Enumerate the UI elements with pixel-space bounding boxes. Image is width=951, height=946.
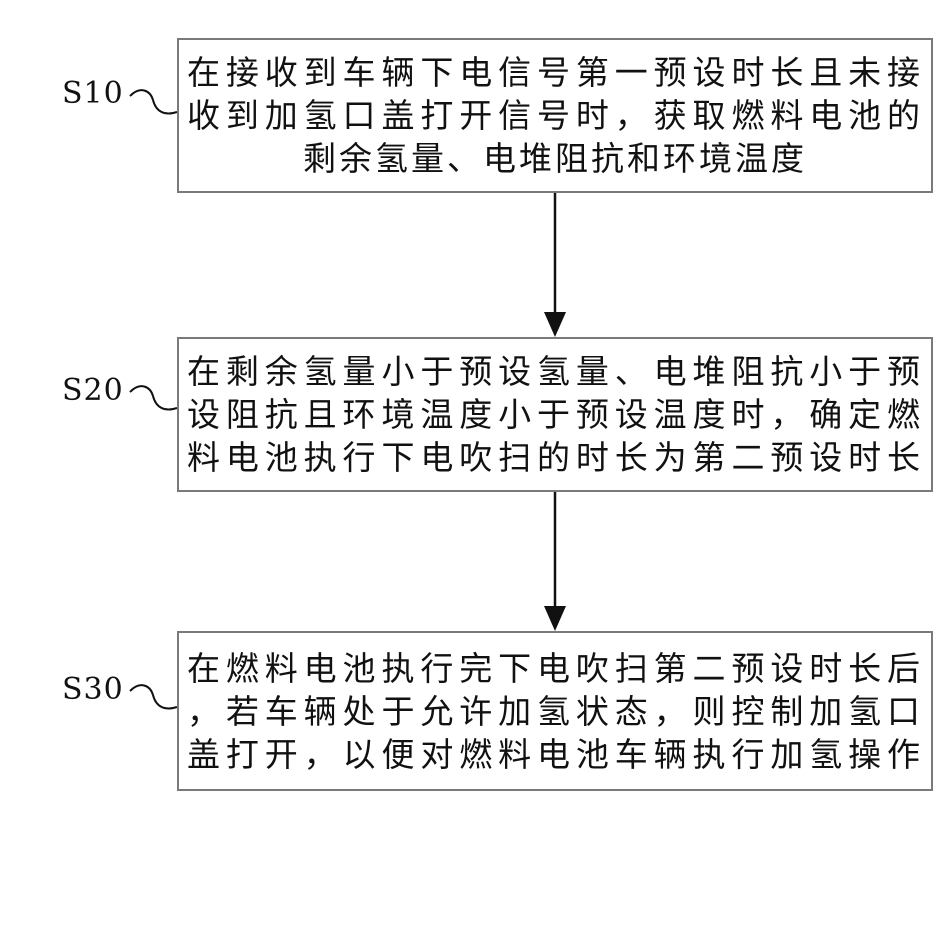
leader-s20 (130, 386, 177, 409)
step-s20-line-3: 料电池执行下电吹扫的时长为第二预设时长 (187, 436, 923, 479)
step-label-s30: S30 (62, 672, 124, 707)
step-s10-line-2: 收到加氢口盖打开信号时，获取燃料电池的 (187, 94, 923, 137)
step-label-s10: S10 (62, 76, 124, 111)
arrowhead-s20 (544, 312, 566, 337)
leader-s30 (130, 685, 177, 708)
step-box-s30: 在燃料电池执行完下电吹扫第二预设时长后 ，若车辆处于允许加氢状态，则控制加氢口 … (177, 631, 933, 791)
step-box-s20: 在剩余氢量小于预设氢量、电堆阻抗小于预 设阻抗且环境温度小于预设温度时，确定燃 … (177, 337, 933, 492)
step-s10-line-1: 在接收到车辆下电信号第一预设时长且未接 (187, 51, 923, 94)
leader-s10 (130, 90, 177, 113)
step-s20-line-2: 设阻抗且环境温度小于预设温度时，确定燃 (187, 393, 923, 436)
arrowhead-s30 (544, 606, 566, 631)
step-label-s20: S20 (62, 373, 124, 408)
step-s30-line-2: ，若车辆处于允许加氢状态，则控制加氢口 (187, 690, 923, 733)
step-s30-line-3: 盖打开，以便对燃料电池车辆执行加氢操作 (187, 733, 923, 776)
step-s20-line-1: 在剩余氢量小于预设氢量、电堆阻抗小于预 (187, 350, 923, 393)
step-s10-line-3: 剩余氢量、电堆阻抗和环境温度 (187, 137, 923, 180)
step-s30-line-1: 在燃料电池执行完下电吹扫第二预设时长后 (187, 647, 923, 690)
step-box-s10: 在接收到车辆下电信号第一预设时长且未接 收到加氢口盖打开信号时，获取燃料电池的 … (177, 38, 933, 193)
